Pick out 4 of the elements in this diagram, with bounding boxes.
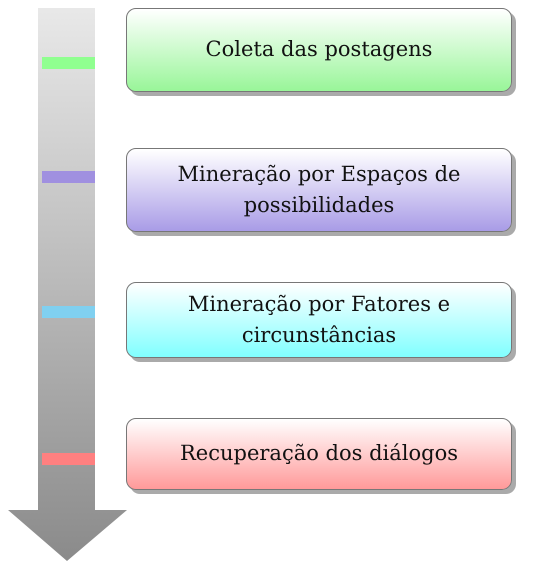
- box-text: Mineração por Espaços de possibilidades: [176, 160, 462, 219]
- box-text: Recuperação dos diálogos: [180, 440, 458, 468]
- box-text: Coleta das postagens: [206, 36, 432, 64]
- box-text: Mineração por Fatores e circunstâncias: [186, 290, 452, 349]
